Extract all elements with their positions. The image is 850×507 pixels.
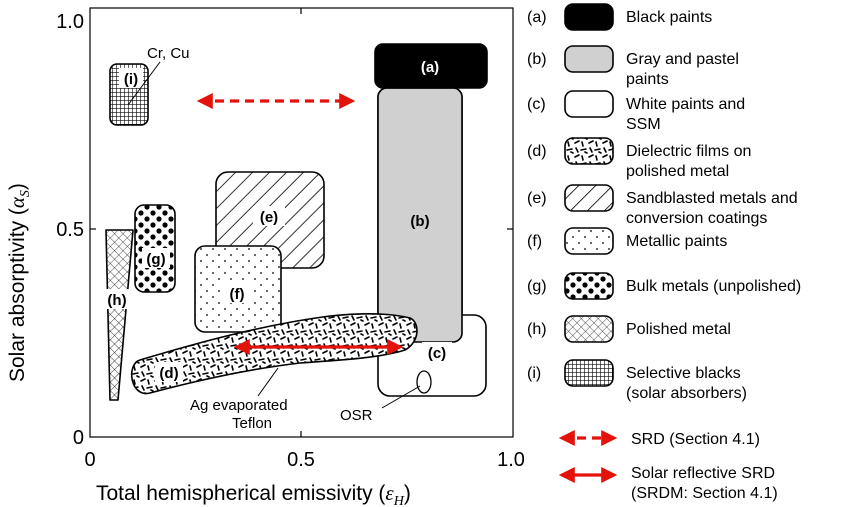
legend-tag: (a) [527,9,547,26]
legend-label: Dielectric films on [626,143,751,160]
annotation-cr-cu-leader [127,61,161,106]
legend-swatch-cross [564,315,614,343]
legend-label: Polished metal [626,321,731,338]
legend-swatch-gray [564,45,614,73]
legend-label: Bulk metals (unpolished) [626,278,801,295]
legend-label: conversion coatings [626,210,767,227]
region-tag-d-group: (d) [155,362,183,382]
region-h-polished-metal [105,229,134,401]
legend-label: Sandblasted metals and [626,190,798,207]
annotation-ag-leader [257,367,279,397]
annotation-osr: OSR [340,407,373,424]
region-tag-h: (h) [107,292,126,309]
legend-arrow-dashed-label: SRD (Section 4.1) [631,431,760,448]
legend-label: paints [626,71,669,88]
arrow-legend: SRD (Section 4.1) Solar reflective SRD (… [558,430,778,502]
region-tag-b: (b) [410,213,429,230]
legend-swatch-bigdots [564,272,614,300]
legend-tag: (h) [527,321,547,338]
region-tag-e: (e) [260,209,278,226]
region-tag-d: (d) [159,365,178,382]
legend-tag: (f) [527,233,542,250]
legend-swatch-white [564,90,614,118]
region-tag-i-group: (i) [119,68,143,88]
legend-tag: (g) [527,278,547,295]
legend-label: polished metal [626,163,729,180]
x-tick-label: 1.0 [497,449,525,471]
y-axis-label: Solar absorptivity (αS) [5,183,33,382]
region-tag-g-group: (g) [142,248,170,268]
legend-label: SSM [626,116,661,133]
x-tick-label: 0.5 [287,449,315,471]
osr-ellipse [416,370,432,394]
x-axis-label: Total hemispherical emissivity (εH) [96,481,411,507]
annotation-ag-line2: Teflon [232,415,272,432]
annotation-ag-line1: Ag evaporated [190,397,288,414]
y-tick-label: 0.5 [56,219,84,241]
legend-tag: (c) [527,96,546,113]
legend-arrow-solid-label-2: (SRDM: Section 4.1) [631,485,778,502]
region-tag-c-group: (c) [422,342,452,362]
legend-swatch-dots [564,227,614,255]
region-tag-f: (f) [230,286,245,303]
region-tag-i: (i) [124,71,138,88]
region-tag-e-group: (e) [253,206,285,226]
legend-tag: (b) [527,51,547,68]
legend-arrow-solid-label-1: Solar reflective SRD [631,465,775,482]
legend-label: (solar absorbers) [626,385,747,402]
region-tag-f-group: (f) [222,283,252,303]
x-tick-label: 0 [84,449,95,471]
y-tick-label: 0 [73,427,84,449]
y-tick-label: 1.0 [56,11,84,33]
region-tag-g: (g) [146,251,165,268]
legend-label: Selective blacks [626,365,741,382]
region-tag-h-group: (h) [103,289,131,309]
region-tag-c: (c) [428,345,446,362]
legend-swatch-dashes [564,137,614,165]
legend-tag: (e) [527,190,547,207]
region-tag-a: (a) [421,59,439,76]
legend-label: White paints and [626,96,745,113]
region-a-black-paints [374,43,488,89]
legend-swatch-grid [564,359,614,387]
legend-swatch-black [564,3,614,31]
annotation-cr-cu: Cr, Cu [147,45,190,62]
annotation-osr-leader [381,385,421,409]
legend-label: Gray and pastel [626,51,739,68]
legend-label: Metallic paints [626,233,727,250]
legend: (a) Black paints (b) Gray and pastel paints (… [527,3,801,402]
legend-tag: (i) [527,365,541,382]
legend-swatch-hatch [564,184,614,212]
legend-tag: (d) [527,143,547,160]
legend-label: Black paints [626,9,712,26]
